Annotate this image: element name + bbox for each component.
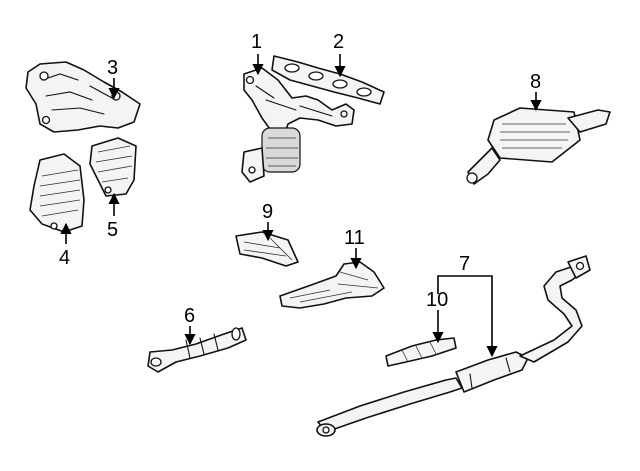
callout-7: 7 (459, 253, 470, 275)
callout-10: 10 (426, 289, 448, 311)
part-8-muffler (466, 107, 611, 185)
callout-3: 3 (107, 57, 118, 79)
callout-9: 9 (262, 201, 273, 223)
part-7-center-pipe (316, 255, 591, 437)
callout-5: 5 (107, 219, 118, 241)
part-4-heat-shield-lower (29, 153, 85, 233)
part-5-heat-shield-lower (89, 137, 137, 197)
part-3-heat-shield-upper (25, 61, 141, 133)
callout-1: 1 (251, 31, 262, 53)
callout-11: 11 (344, 227, 365, 249)
callout-8: 8 (530, 71, 541, 93)
part-6-front-pipe (147, 327, 247, 373)
part-9-heat-shield (235, 231, 299, 267)
part-10-heat-shield (385, 337, 457, 367)
callout-4: 4 (59, 247, 70, 269)
part-11-heat-shield (279, 261, 385, 309)
part-2-manifold-gasket (271, 55, 385, 105)
part-1-exhaust-manifold (241, 67, 355, 183)
callout-6: 6 (184, 305, 195, 327)
callout-2: 2 (333, 31, 344, 53)
